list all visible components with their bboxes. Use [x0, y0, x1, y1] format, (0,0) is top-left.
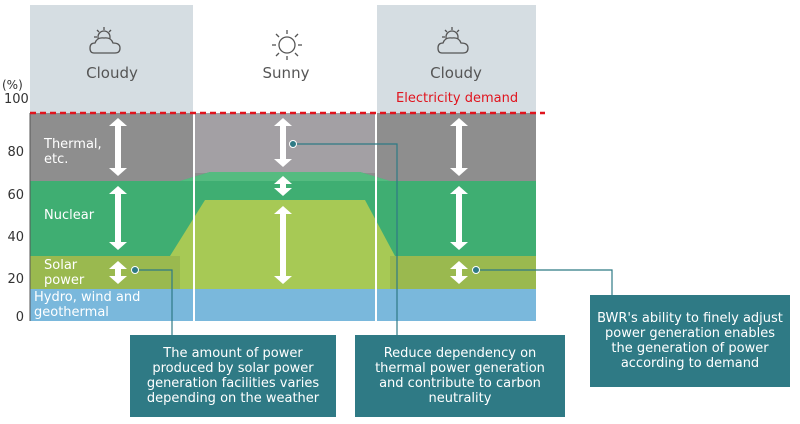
cloudy-column-left-bg [30, 5, 194, 113]
demand-label: Electricity demand [396, 91, 519, 106]
double-arrow-icon [109, 118, 127, 176]
double-arrow-icon [274, 206, 292, 284]
double-arrow-icon [109, 261, 127, 284]
sun-icon [272, 30, 302, 60]
callout-thermal: Reduce dependency on thermal power gener… [355, 335, 565, 417]
cloud-sun-icon [437, 27, 469, 54]
cloudy-column-right-bg [376, 5, 536, 113]
weather-label-right: Cloudy [430, 64, 482, 82]
solar-band-right [390, 256, 536, 289]
connector-dot-solar [131, 266, 139, 274]
double-arrow-icon [450, 261, 468, 284]
y-axis-unit: (%) [2, 78, 23, 92]
solar-band-left [30, 256, 180, 289]
callout-solar: The amount of power produced by solar po… [130, 335, 336, 417]
y-tick: 40 [7, 230, 24, 245]
connector-solar [135, 269, 173, 335]
weather-label-left: Cloudy [86, 64, 138, 82]
callout-connectors [135, 143, 613, 335]
connector-thermal [293, 143, 398, 335]
band-label-nuclear: Nuclear [44, 208, 95, 223]
y-tick: 0 [15, 310, 24, 325]
cloud-sun-icon [89, 27, 121, 54]
connector-dot-bwr [472, 266, 480, 274]
y-tick: 20 [7, 272, 24, 287]
y-tick: 60 [7, 188, 24, 203]
band-label-hydro: Hydro, wind and geothermal [34, 290, 141, 320]
double-arrow-icon [274, 176, 292, 196]
y-tick: 80 [7, 145, 24, 160]
band-label-thermal: Thermal, etc. [44, 137, 102, 167]
double-arrow-icon [450, 186, 468, 250]
connector-dot-thermal [289, 140, 297, 148]
hydro-band [30, 289, 536, 321]
double-arrow-icon [274, 118, 292, 167]
y-tick: 100 [4, 92, 29, 107]
callout-bwr: BWR's ability to finely adjust power gen… [590, 295, 790, 387]
double-arrow-icon [109, 186, 127, 250]
nuclear-band-sunny [180, 172, 390, 181]
connector-bwr [476, 269, 613, 295]
weather-label-center: Sunny [262, 64, 310, 82]
double-arrow-icon [450, 118, 468, 176]
band-label-solar: Solar power [44, 258, 85, 288]
